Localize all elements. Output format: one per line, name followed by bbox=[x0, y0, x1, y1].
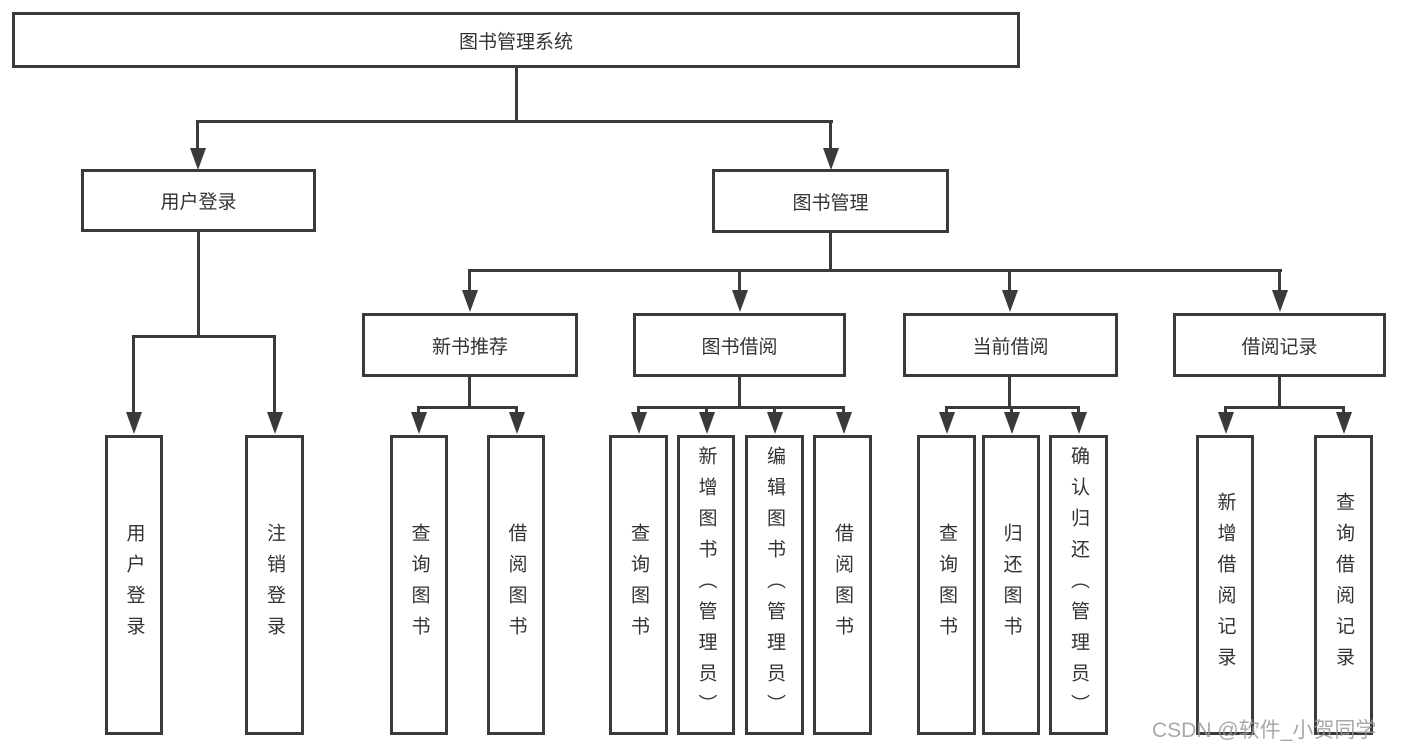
connector-sec2-stub bbox=[738, 377, 741, 409]
watermark: CSDN @软件_小贺同学 bbox=[1152, 719, 1377, 742]
connector-book-bar bbox=[468, 269, 1282, 272]
connector-sec2-drop-3 bbox=[773, 406, 776, 416]
connector-sec4-bar bbox=[1224, 406, 1345, 409]
node-new-book-recommend-label: 新书推荐 bbox=[431, 336, 508, 358]
connector-user-drop-2 bbox=[273, 335, 276, 415]
arrowhead-sec1-leaf-1 bbox=[411, 412, 427, 434]
leaf-query-borrow-record: 查询借阅记录 bbox=[1314, 435, 1373, 735]
leaf-recommend-query-books: 查询图书 bbox=[390, 435, 448, 735]
leaf-add-borrow-record-label: 新增借阅记录 bbox=[1214, 492, 1236, 678]
node-book-borrow: 图书借阅 bbox=[633, 313, 846, 377]
node-borrow-records-label: 借阅记录 bbox=[1241, 336, 1318, 358]
leaf-add-books-admin: 新增图书（管理员） bbox=[677, 435, 735, 735]
connector-user-drop-1 bbox=[132, 335, 135, 415]
arrowhead-sec-1 bbox=[462, 290, 478, 312]
leaf-add-borrow-record: 新增借阅记录 bbox=[1196, 435, 1254, 735]
arrowhead-book bbox=[823, 148, 839, 170]
arrowhead-user bbox=[190, 148, 206, 170]
connector-root-bar bbox=[196, 120, 833, 123]
leaf-user-login: 用户登录 bbox=[105, 435, 163, 735]
connector-user-stub bbox=[197, 232, 200, 338]
connector-book-drop-4 bbox=[1278, 269, 1281, 293]
node-book-management-label: 图书管理 bbox=[792, 192, 869, 214]
node-book-management: 图书管理 bbox=[712, 169, 949, 233]
node-root: 图书管理系统 bbox=[12, 12, 1020, 68]
arrowhead-sec4-leaf-1 bbox=[1218, 412, 1234, 434]
connector-sec4-stub bbox=[1278, 377, 1281, 409]
leaf-borrow-query-books-label: 查询图书 bbox=[628, 523, 649, 647]
arrowhead-sec2-leaf-4 bbox=[836, 412, 852, 434]
leaf-borrow-books-label: 借阅图书 bbox=[832, 523, 853, 647]
leaf-confirm-return-admin-label: 确认归还（管理员） bbox=[1068, 445, 1089, 725]
arrowhead-sec2-leaf-1 bbox=[631, 412, 647, 434]
connector-sec2-bar bbox=[637, 406, 845, 409]
leaf-return-books-label: 归还图书 bbox=[1000, 523, 1022, 647]
arrowhead-sec3-leaf-3 bbox=[1071, 412, 1087, 434]
connector-drop-user bbox=[196, 120, 199, 152]
connector-sec1-drop-1 bbox=[417, 406, 420, 416]
node-current-borrow: 当前借阅 bbox=[903, 313, 1118, 377]
connector-user-bar bbox=[132, 335, 276, 338]
node-new-book-recommend: 新书推荐 bbox=[362, 313, 578, 377]
leaf-add-books-admin-label: 新增图书（管理员） bbox=[695, 445, 717, 725]
connector-sec3-drop-2 bbox=[1010, 406, 1013, 416]
connector-sec1-drop-2 bbox=[515, 406, 518, 416]
node-borrow-records: 借阅记录 bbox=[1173, 313, 1386, 377]
arrowhead-user-leaf-2 bbox=[267, 412, 283, 434]
node-book-borrow-label: 图书借阅 bbox=[701, 336, 778, 358]
connector-sec2-drop-4 bbox=[842, 406, 845, 416]
leaf-borrow-query-books: 查询图书 bbox=[609, 435, 668, 735]
arrowhead-sec-4 bbox=[1272, 290, 1288, 312]
connector-sec3-drop-1 bbox=[945, 406, 948, 416]
node-root-label: 图书管理系统 bbox=[458, 31, 573, 53]
arrowhead-sec3-leaf-2 bbox=[1004, 412, 1020, 434]
arrowhead-sec4-leaf-2 bbox=[1336, 412, 1352, 434]
arrowhead-sec-3 bbox=[1002, 290, 1018, 312]
leaf-recommend-borrow-books: 借阅图书 bbox=[487, 435, 545, 735]
arrowhead-sec3-leaf-1 bbox=[939, 412, 955, 434]
connector-sec3-drop-3 bbox=[1077, 406, 1080, 416]
connector-book-drop-1 bbox=[468, 269, 471, 293]
leaf-query-borrow-record-label: 查询借阅记录 bbox=[1333, 492, 1354, 678]
leaf-user-login-label: 用户登录 bbox=[123, 523, 145, 647]
connector-sec4-drop-1 bbox=[1224, 406, 1227, 416]
leaf-recommend-borrow-books-label: 借阅图书 bbox=[505, 523, 527, 647]
leaf-return-books: 归还图书 bbox=[982, 435, 1040, 735]
leaf-current-query-books: 查询图书 bbox=[917, 435, 976, 735]
connector-root-stub bbox=[515, 68, 518, 123]
arrowhead-user-leaf-1 bbox=[126, 412, 142, 434]
connector-book-stub bbox=[829, 233, 832, 272]
arrowhead-sec-2 bbox=[732, 290, 748, 312]
leaf-logout-label: 注销登录 bbox=[264, 523, 285, 647]
leaf-edit-books-admin-label: 编辑图书（管理员） bbox=[764, 445, 785, 725]
leaf-edit-books-admin: 编辑图书（管理员） bbox=[745, 435, 804, 735]
leaf-borrow-books: 借阅图书 bbox=[813, 435, 872, 735]
node-user-login-label: 用户登录 bbox=[160, 192, 237, 213]
connector-sec3-stub bbox=[1008, 377, 1011, 409]
arrowhead-sec2-leaf-2 bbox=[699, 412, 715, 434]
connector-book-drop-2 bbox=[738, 269, 741, 293]
node-user-login: 用户登录 bbox=[81, 169, 316, 232]
leaf-confirm-return-admin: 确认归还（管理员） bbox=[1049, 435, 1108, 735]
leaf-current-query-books-label: 查询图书 bbox=[936, 523, 957, 647]
leaf-logout: 注销登录 bbox=[245, 435, 304, 735]
node-current-borrow-label: 当前借阅 bbox=[972, 336, 1049, 358]
connector-drop-book bbox=[829, 120, 832, 152]
leaf-recommend-query-books-label: 查询图书 bbox=[408, 523, 430, 647]
connector-book-drop-3 bbox=[1008, 269, 1011, 293]
connector-sec2-drop-2 bbox=[705, 406, 708, 416]
connector-sec1-bar bbox=[417, 406, 518, 409]
connector-sec2-drop-1 bbox=[637, 406, 640, 416]
connector-sec1-stub bbox=[468, 377, 471, 409]
arrowhead-sec1-leaf-2 bbox=[509, 412, 525, 434]
connector-sec4-drop-2 bbox=[1342, 406, 1345, 416]
arrowhead-sec2-leaf-3 bbox=[767, 412, 783, 434]
